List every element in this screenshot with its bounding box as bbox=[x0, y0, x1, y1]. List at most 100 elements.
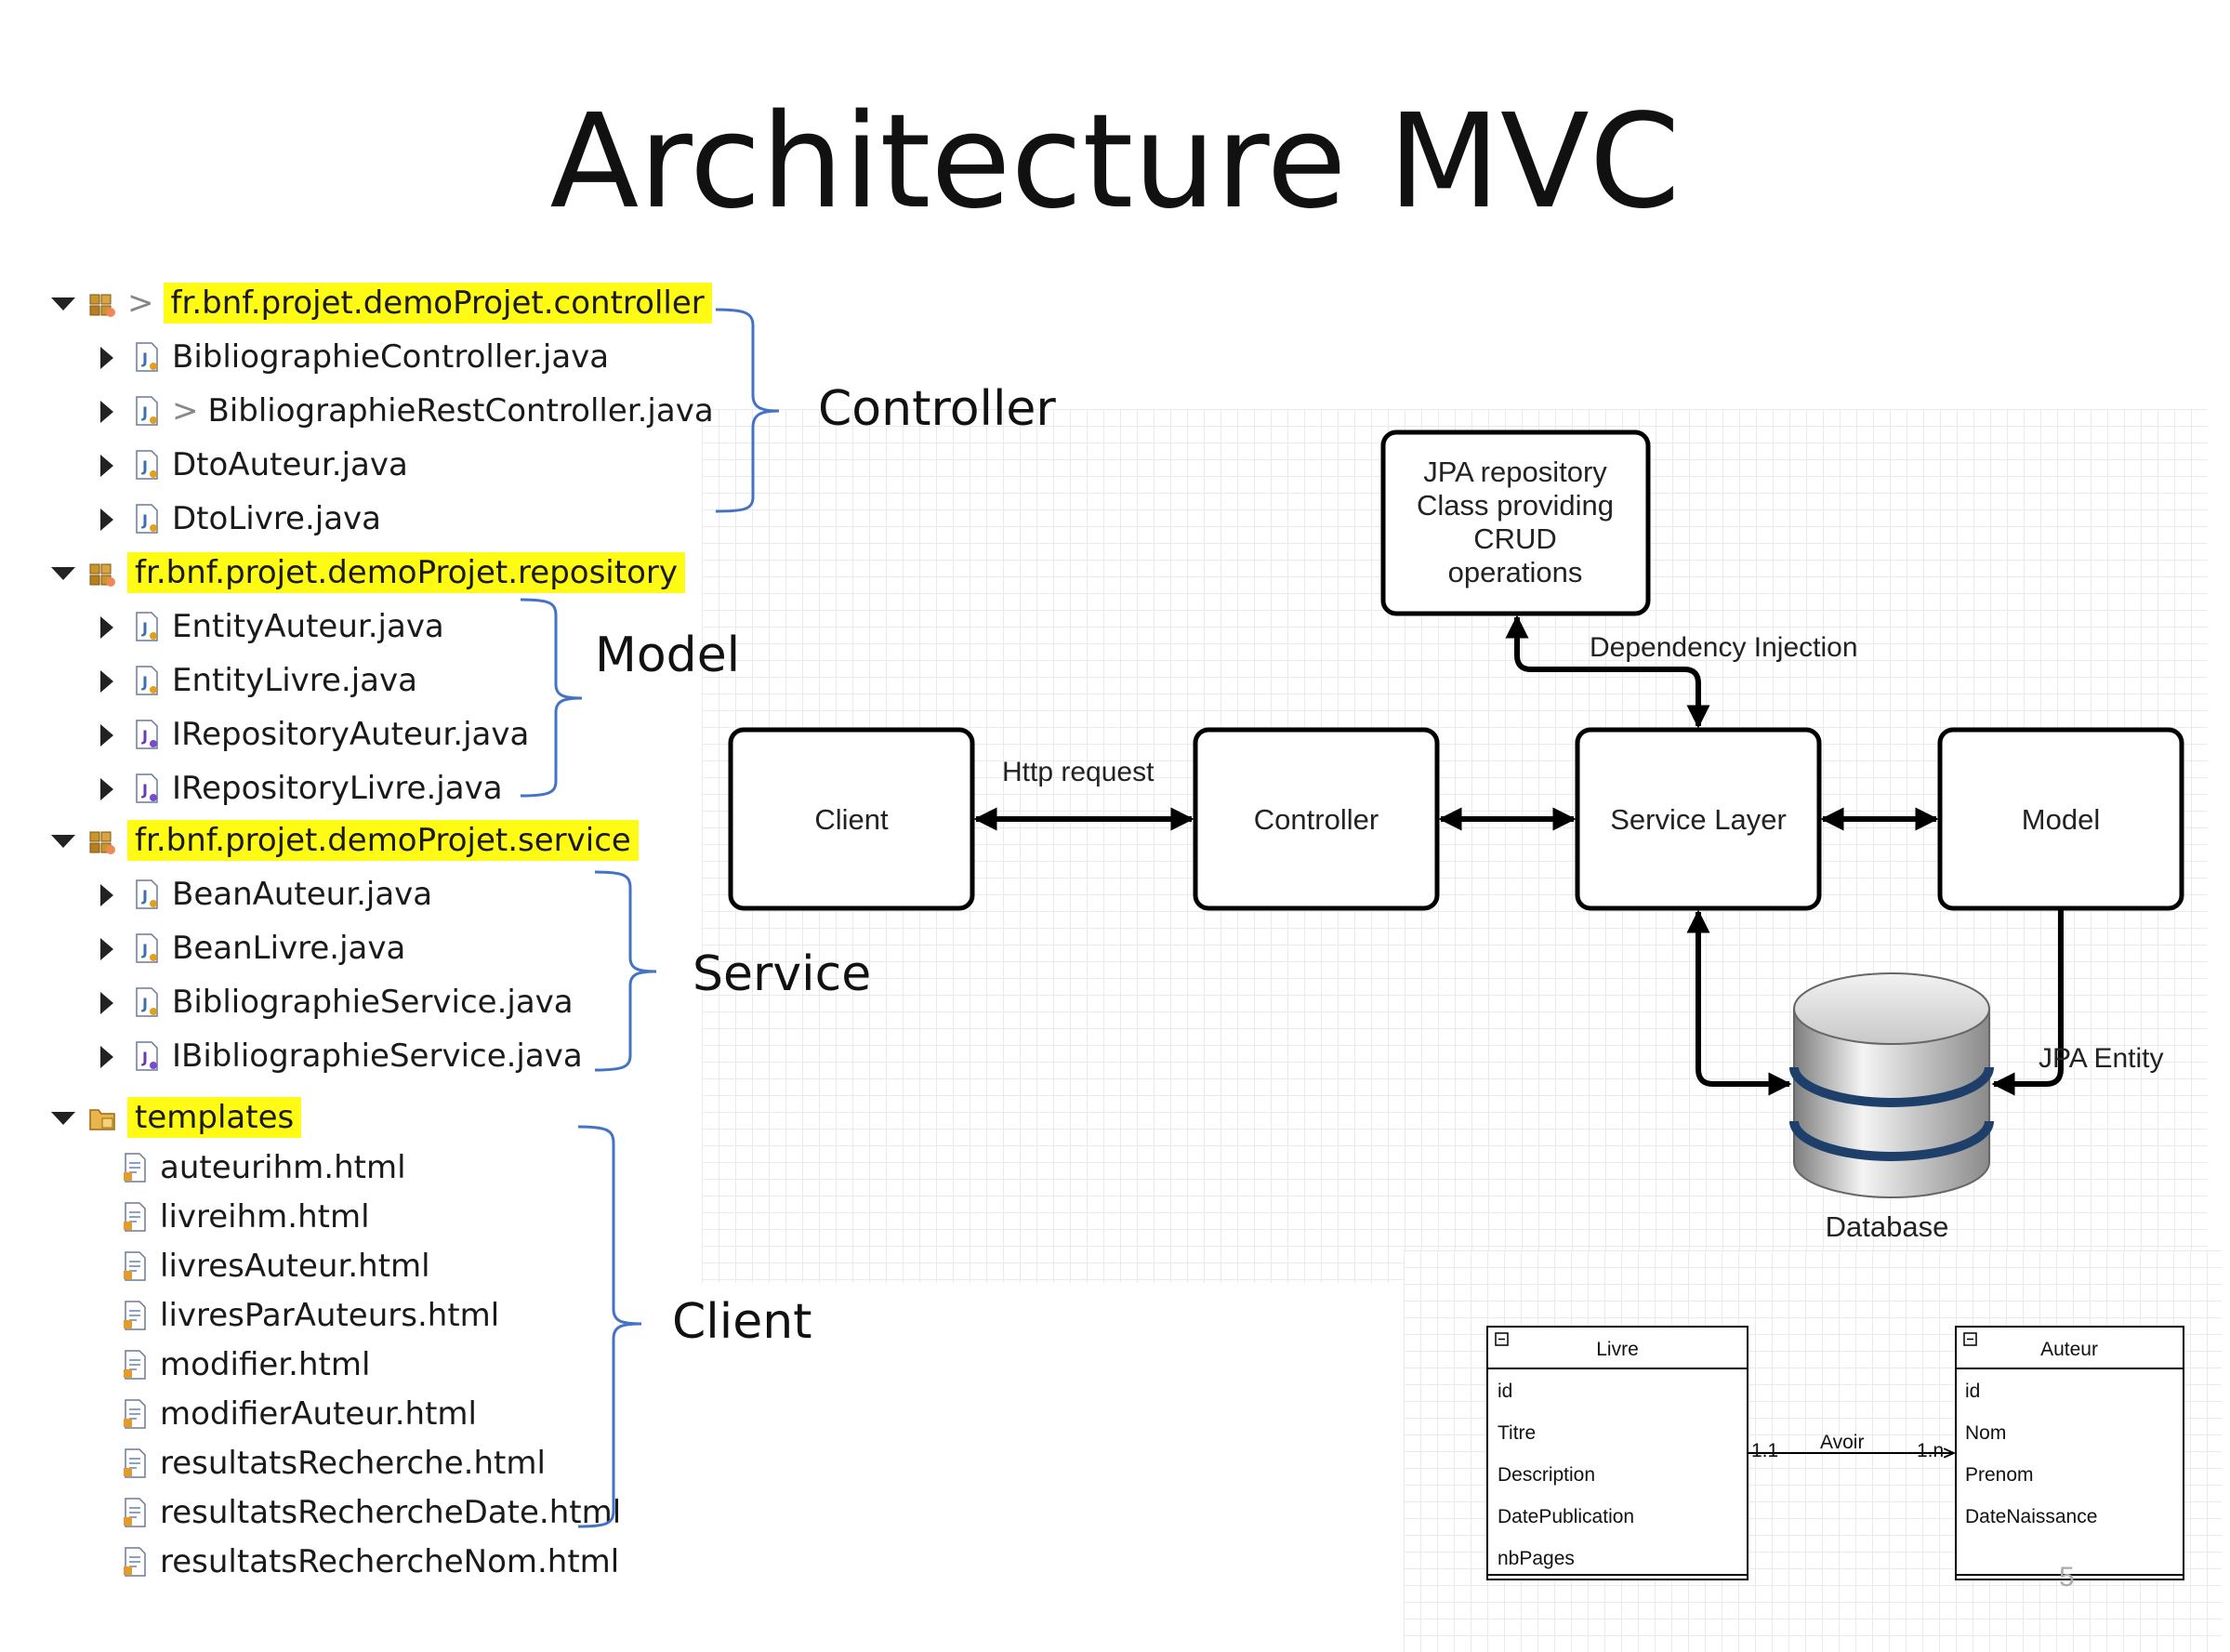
uml-livre-field: id bbox=[1498, 1381, 1512, 1402]
file-name: DtoAuteur.java bbox=[172, 446, 408, 483]
folder-row[interactable]: templates bbox=[51, 1093, 302, 1142]
file-row[interactable]: J IRepositoryAuteur.java bbox=[96, 710, 529, 759]
expand-arrow-down-icon[interactable] bbox=[51, 562, 75, 583]
file-name: BibliographieController.java bbox=[172, 338, 610, 376]
file-name: IRepositoryLivre.java bbox=[172, 770, 503, 807]
jpa-repository-box bbox=[1380, 430, 1651, 616]
file-row[interactable]: J DtoLivre.java bbox=[96, 495, 381, 543]
java-class-icon: J bbox=[133, 503, 161, 535]
template-file-name: auteurihm.html bbox=[160, 1149, 406, 1186]
templates-folder-icon bbox=[88, 1102, 116, 1133]
expand-arrow-down-icon[interactable] bbox=[51, 293, 75, 313]
expand-arrow-right-icon[interactable] bbox=[96, 724, 116, 747]
html-file-icon bbox=[121, 1398, 149, 1430]
file-row[interactable]: J EntityLivre.java bbox=[96, 656, 417, 705]
expand-arrow-right-icon[interactable] bbox=[96, 455, 116, 477]
file-name: IBibliographieService.java bbox=[172, 1037, 583, 1075]
package-name: fr.bnf.projet.demoProjet.repository bbox=[127, 552, 685, 593]
file-row[interactable]: J IRepositoryLivre.java bbox=[96, 764, 503, 813]
file-name: BibliographieService.java bbox=[172, 984, 574, 1021]
template-file-row[interactable]: livreihm.html bbox=[121, 1193, 370, 1241]
html-file-icon bbox=[121, 1349, 149, 1381]
java-interface-icon: J bbox=[133, 773, 161, 804]
expand-arrow-right-icon[interactable] bbox=[96, 884, 116, 906]
html-file-icon bbox=[121, 1250, 149, 1282]
html-file-icon bbox=[121, 1447, 149, 1479]
template-file-row[interactable]: livresAuteur.html bbox=[121, 1242, 430, 1290]
expand-arrow-right-icon[interactable] bbox=[96, 992, 116, 1014]
template-file-row[interactable]: modifier.html bbox=[121, 1341, 370, 1389]
client-box-label: Client bbox=[814, 803, 889, 836]
java-class-icon: J bbox=[133, 879, 161, 910]
brace-label-service: Service bbox=[693, 946, 872, 1002]
html-file-icon bbox=[121, 1497, 149, 1528]
git-change-indicator: > bbox=[172, 392, 199, 430]
uml-livre-field: Titre bbox=[1498, 1422, 1536, 1444]
uml-livre-field: DatePublication bbox=[1498, 1506, 1634, 1527]
brace-client bbox=[577, 1125, 642, 1528]
file-name: EntityLivre.java bbox=[172, 662, 417, 699]
template-file-row[interactable]: resultatsRechercheDate.html bbox=[121, 1488, 621, 1537]
uml-auteur-field: id bbox=[1965, 1381, 1980, 1402]
java-class-icon: J bbox=[133, 665, 161, 696]
uml-livre-field: Description bbox=[1498, 1464, 1595, 1486]
model-box-label: Model bbox=[2022, 803, 2100, 836]
template-file-row[interactable]: livresParAuteurs.html bbox=[121, 1291, 499, 1340]
template-file-row[interactable]: resultatsRecherche.html bbox=[121, 1439, 546, 1487]
jpa-box-line-2: Class providing bbox=[1417, 489, 1614, 522]
expand-arrow-right-icon[interactable] bbox=[96, 1046, 116, 1068]
template-file-name: livresParAuteurs.html bbox=[160, 1297, 500, 1334]
expand-arrow-right-icon[interactable] bbox=[96, 778, 116, 800]
file-name: IRepositoryAuteur.java bbox=[172, 716, 530, 753]
uml-relation-label: Avoir bbox=[1820, 1432, 1864, 1453]
expand-arrow-right-icon[interactable] bbox=[96, 509, 116, 531]
file-row[interactable]: J>BibliographieRestController.java bbox=[96, 387, 714, 435]
file-name: BibliographieRestController.java bbox=[207, 392, 714, 430]
file-row[interactable]: J BibliographieService.java bbox=[96, 978, 574, 1026]
file-row[interactable]: J IBibliographieService.java bbox=[96, 1032, 583, 1080]
uml-auteur-class bbox=[1955, 1326, 2184, 1580]
html-file-icon bbox=[121, 1546, 149, 1578]
package-row[interactable]: >fr.bnf.projet.demoProjet.controller bbox=[51, 279, 712, 327]
uml-livre-title: Livre bbox=[1596, 1339, 1639, 1360]
svg-text:J: J bbox=[141, 457, 148, 475]
template-file-row[interactable]: resultatsRechercheNom.html bbox=[121, 1538, 619, 1586]
package-row[interactable]: fr.bnf.projet.demoProjet.repository bbox=[51, 548, 685, 597]
expand-arrow-right-icon[interactable] bbox=[96, 347, 116, 369]
slide-title: Architecture MVC bbox=[549, 86, 1681, 238]
brace-label-client: Client bbox=[672, 1294, 812, 1350]
svg-text:J: J bbox=[141, 995, 148, 1012]
arrow-dependency-injection bbox=[1505, 615, 1710, 729]
expand-arrow-right-icon[interactable] bbox=[96, 670, 116, 693]
uml-right-multiplicity: 1.n bbox=[1917, 1440, 1944, 1461]
jpa-entity-label: JPA Entity bbox=[2039, 1043, 2164, 1074]
brace-label-controller: Controller bbox=[818, 381, 1056, 437]
jpa-box-line-4: operations bbox=[1448, 556, 1583, 588]
file-row[interactable]: J DtoAuteur.java bbox=[96, 441, 408, 489]
java-interface-icon: J bbox=[133, 719, 161, 750]
controller-box bbox=[1193, 727, 1440, 911]
database-cylinder-icon bbox=[1789, 972, 1994, 1198]
page-number: 5 bbox=[2059, 1562, 2075, 1593]
expand-arrow-down-icon[interactable] bbox=[51, 1107, 75, 1128]
svg-text:J: J bbox=[141, 673, 148, 691]
client-box bbox=[728, 727, 975, 911]
expand-arrow-down-icon[interactable] bbox=[51, 830, 75, 851]
expand-arrow-right-icon[interactable] bbox=[96, 938, 116, 960]
java-interface-icon: J bbox=[133, 1040, 161, 1072]
template-file-name: resultatsRechercheDate.html bbox=[160, 1494, 622, 1531]
file-name: DtoLivre.java bbox=[172, 500, 382, 537]
package-row[interactable]: fr.bnf.projet.demoProjet.service bbox=[51, 816, 639, 865]
template-file-row[interactable]: modifierAuteur.html bbox=[121, 1390, 477, 1438]
svg-text:J: J bbox=[141, 941, 148, 958]
expand-arrow-right-icon[interactable] bbox=[96, 401, 116, 423]
template-file-row[interactable]: auteurihm.html bbox=[121, 1143, 406, 1192]
expand-arrow-right-icon[interactable] bbox=[96, 616, 116, 639]
http-request-label: Http request bbox=[1002, 757, 1155, 787]
package-icon bbox=[88, 825, 116, 856]
